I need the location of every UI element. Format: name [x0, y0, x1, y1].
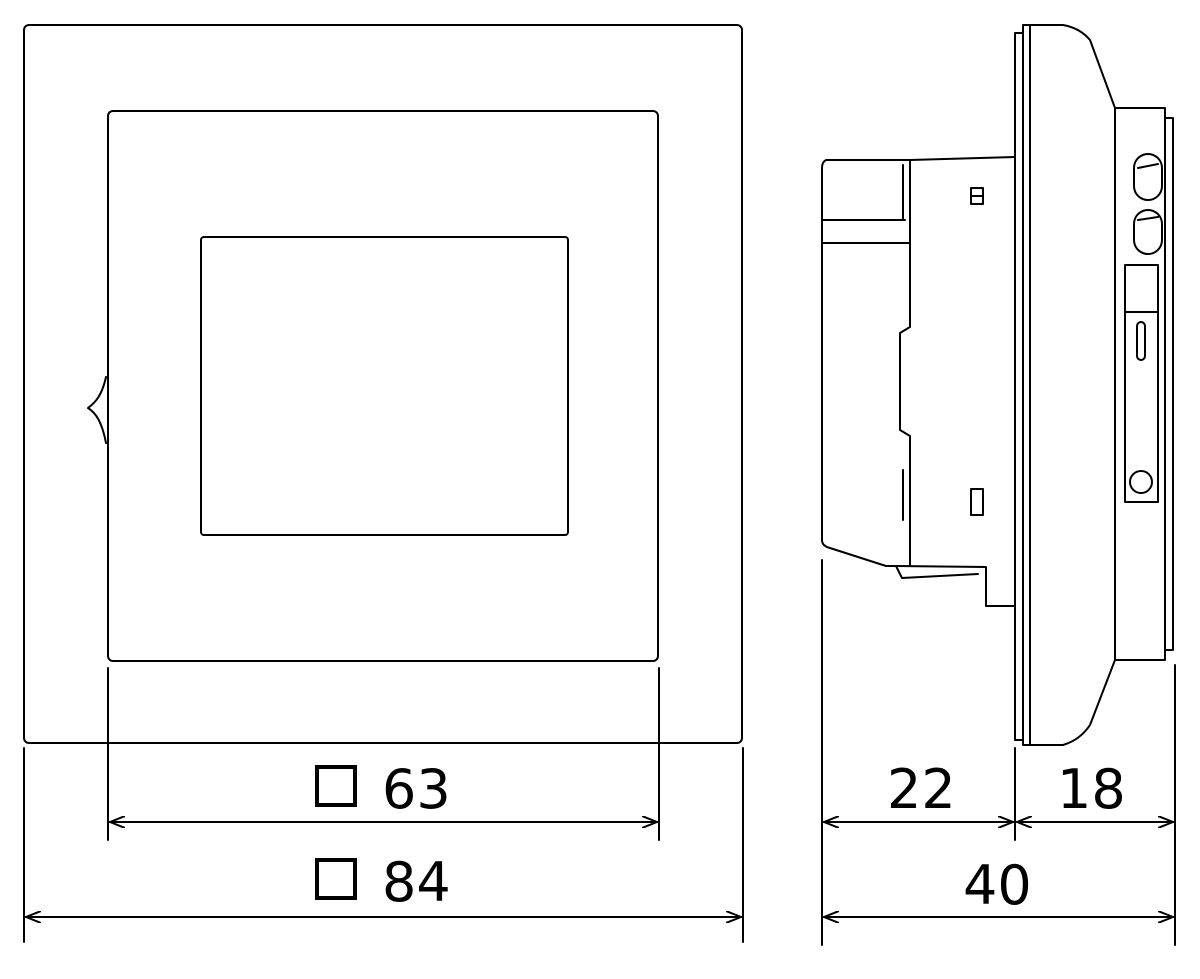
- side-view: [821, 24, 1174, 746]
- button-lower-line: [1137, 216, 1159, 221]
- button-lower: [1133, 209, 1163, 255]
- dim-label-in-wall: 22: [887, 758, 956, 821]
- front-cover: [1029, 24, 1116, 746]
- side-dimensions: 22 18 40: [821, 559, 1176, 946]
- square-symbol-icon: [315, 765, 357, 807]
- display-window: [200, 236, 569, 536]
- in-wall-housing: [821, 156, 1016, 607]
- button-upper: [1133, 153, 1163, 201]
- housing-inner-step: [899, 159, 911, 567]
- housing-foot: [895, 565, 979, 579]
- frame-plate-inner: [1022, 24, 1031, 746]
- button-upper-line: [1137, 163, 1159, 169]
- front-dimensions: 63 84: [23, 667, 744, 943]
- dim-label-inner: 63: [382, 758, 451, 821]
- dim-label-outer: 84: [382, 851, 451, 914]
- release-notch: [87, 376, 107, 444]
- inner-frame: [107, 110, 659, 662]
- slot-icon: [1136, 321, 1146, 361]
- screw-icon: [1129, 470, 1153, 494]
- square-symbol-icon: [315, 858, 357, 900]
- dim-label-total: 40: [963, 854, 1032, 917]
- latch-lower: [970, 488, 984, 516]
- display-bezel: [1164, 117, 1174, 651]
- frame-plate: [1014, 32, 1024, 741]
- outer-frame: [23, 24, 743, 744]
- slider-housing: [1124, 264, 1159, 503]
- dim-label-surface: 18: [1057, 758, 1126, 821]
- front-view: [23, 24, 743, 744]
